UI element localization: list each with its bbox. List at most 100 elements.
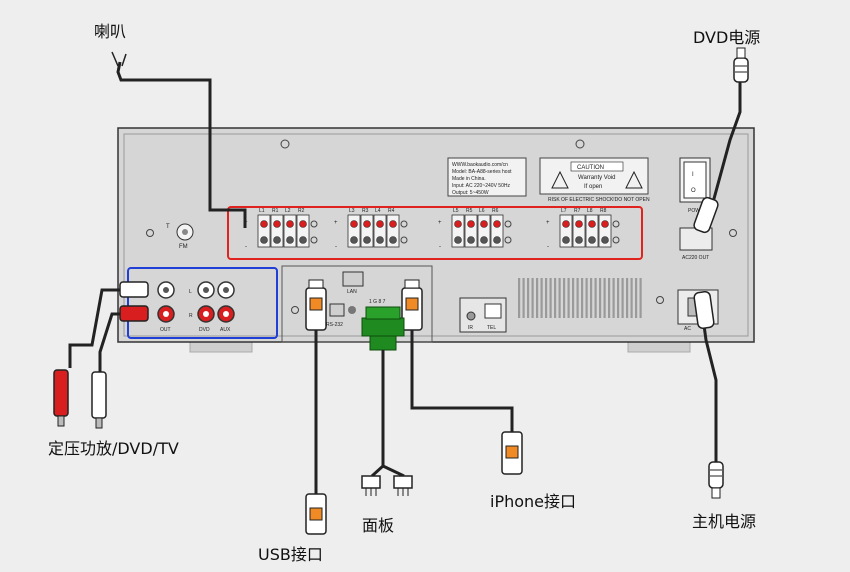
- vent-slot: [639, 278, 642, 318]
- channel-label: L8: [587, 208, 593, 214]
- channel-label: R7: [574, 208, 581, 214]
- vent-slot: [558, 278, 561, 318]
- fm-antenna-jack: FM T: [166, 223, 194, 250]
- lan-label: LAN: [347, 289, 357, 295]
- terminal-minus-screw: [299, 236, 307, 244]
- screw-icon: [729, 229, 737, 237]
- spec-label: WWW.baokaudio.com/cn Model: BA-A88-serie…: [447, 157, 527, 197]
- rca-cable-white: [68, 288, 122, 368]
- terminal-plus-screw: [260, 220, 268, 228]
- warning-triangle-icon: [625, 170, 643, 189]
- iphone-cable: [410, 330, 514, 432]
- rs232-port: RS-232: [326, 303, 356, 328]
- channel-label: L7: [561, 208, 567, 214]
- vent-slot: [594, 278, 597, 318]
- screw-icon: [504, 236, 512, 244]
- channel-label: L1: [259, 208, 265, 214]
- vent-slot: [585, 278, 588, 318]
- vent-slot: [576, 278, 579, 318]
- terminal-plus-screw: [299, 220, 307, 228]
- terminal-minus-screw: [376, 236, 384, 244]
- vent-slot: [536, 278, 539, 318]
- fm-label: FM: [179, 244, 188, 250]
- channel-label: L5: [453, 208, 459, 214]
- iphone-plug-top: [401, 279, 423, 331]
- io-panel-frame: [281, 265, 433, 343]
- caution-line: If open: [584, 184, 602, 190]
- main-power-label: 主机电源: [692, 512, 757, 531]
- caution-line: Warranty Void: [578, 175, 615, 181]
- minus-mark: -: [335, 244, 337, 250]
- panel-label: 面板: [362, 516, 395, 535]
- terminal-minus-screw: [454, 236, 462, 244]
- caution-label: CAUTION Warranty Void If open RISK OF EL…: [539, 157, 650, 203]
- terminal-minus-screw: [273, 236, 281, 244]
- usb-plug-top: [305, 279, 327, 331]
- terminal-plus-screw: [363, 220, 371, 228]
- vent-slot: [540, 278, 543, 318]
- channel-label: R1: [272, 208, 279, 214]
- channel-label: L3: [349, 208, 355, 214]
- plus-mark: +: [438, 220, 442, 226]
- terminal-plus-screw: [480, 220, 488, 228]
- terminal-minus-screw: [389, 236, 397, 244]
- terminal-minus-screw: [480, 236, 488, 244]
- audio-in-jacks: L R DVD AUX: [189, 281, 235, 333]
- minus-mark: -: [547, 244, 549, 250]
- audio-out-jacks: OUT: [157, 281, 175, 333]
- ir-label: IR: [468, 325, 473, 331]
- vent-slot: [630, 278, 633, 318]
- dvd-input-label: DVD: [199, 327, 210, 333]
- terminal-plus-screw: [273, 220, 281, 228]
- left-channel-label: L: [189, 289, 192, 295]
- screw-icon: [400, 220, 408, 228]
- caution-title: CAUTION: [577, 165, 604, 171]
- terminal-plus-screw: [389, 220, 397, 228]
- spec-line: Model: BA-A88-series host: [452, 169, 512, 175]
- channel-label: R6: [492, 208, 499, 214]
- dvd-power-cable: [704, 82, 742, 229]
- vent-slot: [563, 278, 566, 318]
- minus-mark: -: [439, 244, 441, 250]
- vent-slot: [608, 278, 611, 318]
- terminal-minus-screw: [562, 236, 570, 244]
- out-label: OUT: [160, 327, 171, 333]
- terminal-minus-screw: [588, 236, 596, 244]
- channel-label: R4: [388, 208, 395, 214]
- channel-label: L2: [285, 208, 291, 214]
- dvd-power-label: DVD电源: [693, 28, 761, 47]
- spec-line: Made in China.: [452, 176, 486, 182]
- vent-slot: [621, 278, 624, 318]
- right-channel-label: R: [189, 313, 193, 319]
- terminal-minus-screw: [363, 236, 371, 244]
- plus-mark: +: [334, 220, 338, 226]
- channel-label: L4: [375, 208, 381, 214]
- rca-plug-white: [91, 371, 107, 429]
- rca-plug-red: [53, 369, 69, 427]
- ir-sensor-icon: [466, 311, 476, 321]
- iphone-plug-bottom: [501, 431, 523, 475]
- vent-slot: [567, 278, 570, 318]
- channel-label: L6: [479, 208, 485, 214]
- terminal-plus-screw: [601, 220, 609, 228]
- screw-icon: [280, 139, 290, 149]
- speaker-terminal-area: [227, 206, 643, 260]
- speaker-cable: [116, 61, 247, 228]
- panel-plugs: [361, 475, 413, 496]
- vent-slot: [590, 278, 593, 318]
- terminal-minus-screw: [286, 236, 294, 244]
- plus-mark: +: [546, 220, 550, 226]
- rca-plug-on-device: [119, 281, 149, 322]
- dvd-power-plug: [733, 47, 749, 83]
- vent-slot: [572, 278, 575, 318]
- vent-slot: [617, 278, 620, 318]
- power-switch: I O POWER: [679, 157, 711, 214]
- chassis-inner-frame: [123, 133, 749, 337]
- ac220-out-label: AC220 OUT: [682, 255, 709, 261]
- terminal-minus-screw: [601, 236, 609, 244]
- screw-icon: [612, 236, 620, 244]
